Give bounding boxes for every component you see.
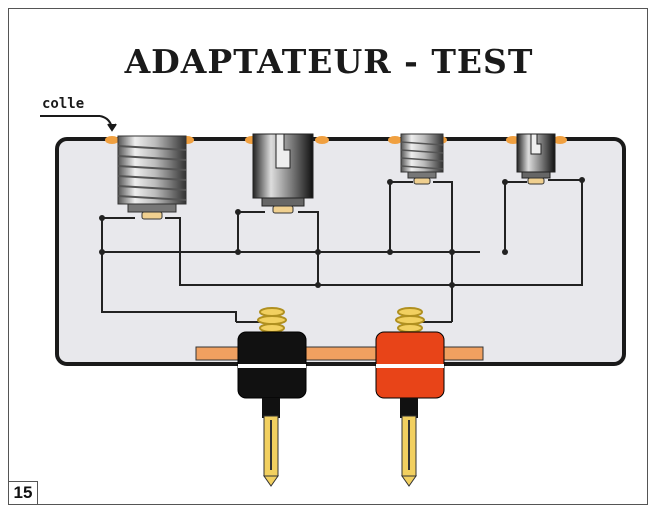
black-plug <box>237 307 307 487</box>
small-bayonet-socket <box>516 133 556 185</box>
colle-arrow <box>40 115 117 132</box>
large-bayonet-socket <box>252 133 314 214</box>
large-screw-socket <box>117 135 187 220</box>
figure-number: 15 <box>8 481 38 505</box>
junction-dots <box>99 177 585 288</box>
colle-label: colle <box>42 96 85 112</box>
red-plug <box>375 307 445 487</box>
small-screw-socket <box>400 133 444 185</box>
diagram-title: ADAPTATEUR - TEST <box>124 42 534 81</box>
